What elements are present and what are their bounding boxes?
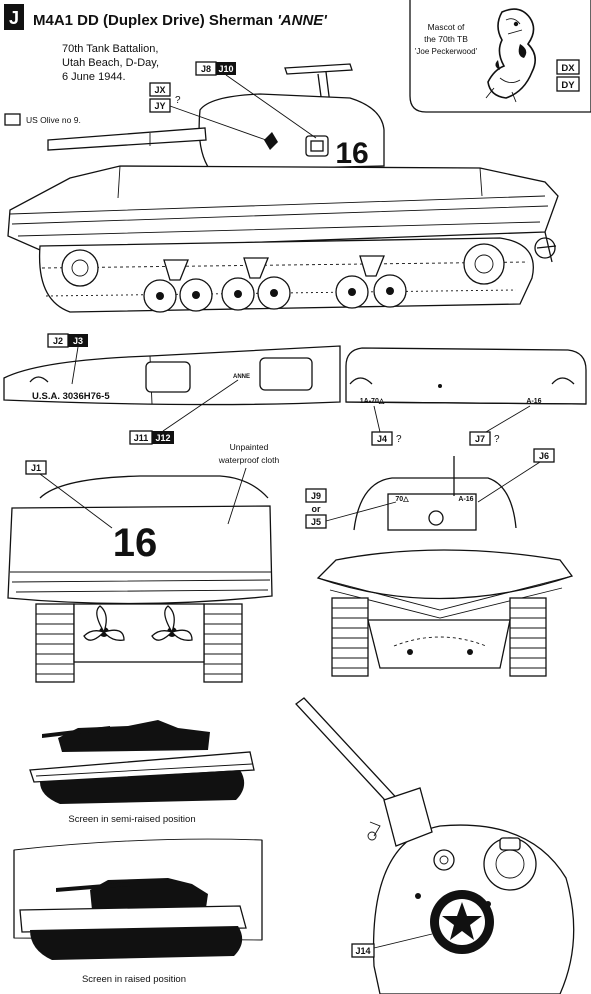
caption-semi: Screen in semi-raised position [68,814,195,825]
unit-name: 70th Tank Battalion, [62,43,158,55]
color-key-label: US Olive no 9. [26,115,81,125]
side-gun [47,127,207,151]
mascot-woodpecker-icon [485,8,536,103]
tag-j4: J4 [377,434,387,444]
location: Utah Beach, D-Day, [62,57,159,69]
front-left-track [331,597,369,677]
tag-j9: J9 [311,491,321,501]
side-turret [198,93,385,171]
tag-dy: DY [561,80,575,91]
mascot-line-3: 'Joe Peckerwood' [415,47,478,56]
star-roundel-icon [430,890,494,954]
date: 6 June 1944. [62,71,126,83]
semi-tracks [40,770,245,804]
tag-jx: JX [154,85,165,95]
front-left-marking: 70△ [395,496,409,503]
semi-hull [58,720,210,752]
serial-number: U.S.A. 3036H76-5 [32,391,110,402]
tag-j2: J2 [53,336,63,346]
tag-j10: J10 [218,64,233,74]
propeller-icon [83,605,193,641]
tag-j12: J12 [155,433,170,443]
tag-dx-box [556,59,580,75]
note-line-2: waterproof cloth [218,455,280,465]
semi-raised-view: Screen in semi-raised position [29,720,255,825]
raised-hull [90,878,208,910]
color-key: US Olive no 9. [4,113,81,126]
rear-right-marking: A-16 [526,398,541,405]
tag-j8: J8 [201,64,211,74]
mascot-line-2: the 70th TB [424,34,468,44]
top-gun [295,697,405,813]
tag-j7-query: ? [494,434,500,445]
raised-view: Screen in raised position [13,838,263,985]
note-line-1: Unpainted [230,442,269,452]
front-right-marking: A-16 [458,496,473,503]
tag-or: or [312,504,321,514]
rear-view: 16 J1 Unpainted waterproof cloth [7,442,280,683]
side-turret-number: 16 [335,137,368,170]
side-screen [7,165,559,251]
tag-j11: J11 [134,433,149,443]
rear-right-track [203,603,243,683]
tag-dx: DX [561,63,575,74]
side-view: 16 J8 J10 JX JY [7,61,559,313]
plate-letter-box [4,4,24,30]
front-right-track [509,597,547,677]
sprocket [61,249,99,287]
tag-j1: J1 [31,463,41,473]
screen-detail-view: U.S.A. 3036H76-5 ANNE J2 J3 J11 J12 [3,333,341,445]
small-name: ANNE [233,374,250,380]
raised-tracks [30,926,243,960]
bogie-wheels [143,255,407,313]
idler-wheel [463,243,505,285]
raised-screen [19,905,247,933]
tag-j4-query: ? [396,434,402,445]
tag-j6: J6 [539,451,549,461]
tag-j3: J3 [73,336,83,346]
plate-title: M4A1 DD (Duplex Drive) Sherman 'ANNE' [33,12,327,29]
semi-screen [29,751,255,783]
plate-letter: J [9,8,19,28]
turret-top-view: J14 [295,697,575,994]
tag-j5: J5 [311,517,321,527]
rear-left-track [35,603,75,683]
rear-left-marking: 1A-70△ [360,398,385,405]
tag-j7: J7 [475,434,485,444]
tag-j14: J14 [355,946,370,956]
mascot-panel: Mascot of the 70th TB 'Joe Peckerwood' D… [409,0,591,113]
tag-dy-box [556,76,580,92]
mascot-line-1: Mascot of [428,22,465,32]
color-swatch [4,113,21,126]
caption-raised: Screen in raised position [82,974,186,985]
rear-plate-view: 1A-70△ A-16 J4 ? J7 ? [345,347,587,446]
front-screen [316,549,574,600]
tag-jy: JY [154,101,165,111]
front-view: 70△ A-16 J9 or J5 J6 [305,448,574,677]
tag-jy-query: ? [175,95,181,106]
plate-header: J M4A1 DD (Duplex Drive) Sherman 'ANNE' … [4,4,327,83]
rear-number: 16 [113,521,158,565]
